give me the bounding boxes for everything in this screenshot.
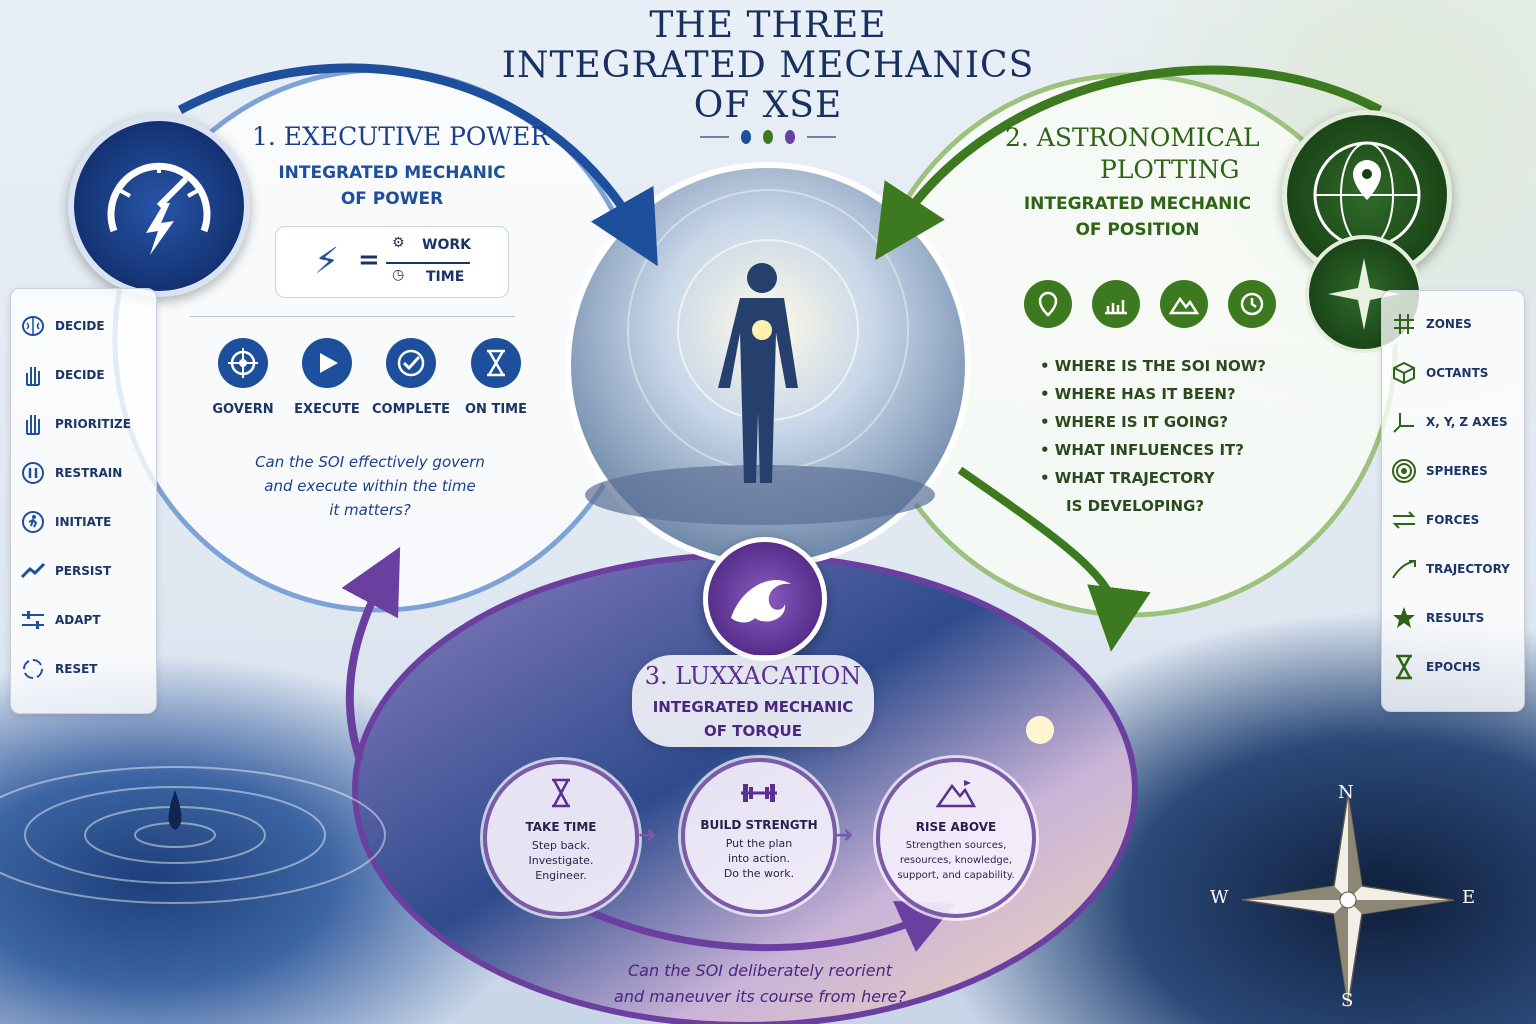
formula-work: WORK	[422, 237, 471, 253]
compass-rose	[1241, 793, 1455, 1007]
mountain-flag-icon	[880, 778, 1032, 812]
sidebar-item-forces: FORCES	[1382, 495, 1524, 544]
luxxacation-question: Can the SOI deliberately reorient and ma…	[614, 961, 906, 1006]
hand-raised-icon	[11, 412, 55, 436]
trend-arrow-icon	[1382, 558, 1426, 580]
luxxacation-title: 3. LUXXACATION	[644, 662, 862, 690]
runner-icon	[11, 510, 55, 534]
arrow-green	[875, 65, 1383, 261]
title-line-1: THE THREE	[649, 5, 887, 46]
luxxacation-label	[632, 655, 874, 747]
title-line-3: OF XSE	[693, 85, 843, 126]
sidebar-item-initiate: INITIATE	[11, 497, 156, 546]
power-question: Can the SOI effectively govern and execu…	[255, 453, 485, 519]
human-figure-icon	[718, 263, 798, 483]
plotting-title: 2. ASTRONOMICAL PLOTTING	[1005, 123, 1260, 184]
sidebar-item-adapt: ADAPT	[11, 595, 156, 644]
purple-dot	[785, 130, 796, 144]
sidebar-item-restrain: RESTRAIN	[11, 448, 156, 497]
power-steps: GOVERN EXECUTE COMPLETE ON TIME	[198, 338, 536, 417]
mountain-icon	[1160, 280, 1208, 328]
arrow-purple	[341, 546, 401, 762]
star-icon	[1382, 605, 1426, 631]
plotting-questions: • WHERE IS THE SOI NOW? • WHERE HAS IT B…	[1040, 357, 1266, 515]
title-divider	[700, 130, 836, 144]
power-formula: ⚡ = ⚙ WORK ◷ TIME	[275, 226, 509, 298]
step-complete: COMPLETE	[366, 338, 456, 417]
arrow-right-icon: ➜	[638, 823, 657, 848]
reset-cycle-icon	[11, 657, 55, 681]
formula-time: TIME	[426, 269, 465, 285]
sidebar-item-trajectory: TRAJECTORY	[1382, 544, 1524, 593]
sidebar-item-decide-2: DECIDE	[11, 350, 156, 399]
sidebar-item-axes: X, Y, Z AXES	[1382, 397, 1524, 446]
axes-icon	[1382, 410, 1426, 434]
hourglass-icon	[487, 778, 635, 812]
sidebar-item-spheres: SPHERES	[1382, 446, 1524, 495]
power-subtitle: INTEGRATED MECHANIC OF POWER	[278, 163, 506, 209]
brain-icon	[11, 315, 55, 337]
gauge-icon	[68, 115, 250, 297]
arrow-right-icon: ➜	[835, 823, 854, 848]
power-title: 1. EXECUTIVE POWER	[252, 122, 550, 151]
compass-e: E	[1462, 887, 1476, 908]
gear-icon: ⚙	[392, 235, 405, 251]
blue-dot	[740, 130, 751, 144]
hourglass-icon	[471, 338, 521, 388]
title-line-2: INTEGRATED MECHANICS	[501, 45, 1035, 86]
sidebar-item-zones: ZONES	[1382, 299, 1524, 348]
sidebar-item-results: RESULTS	[1382, 593, 1524, 642]
chart-up-icon	[1092, 280, 1140, 328]
cube-icon	[1382, 361, 1426, 385]
platform	[585, 465, 935, 525]
plotting-icons	[1024, 280, 1276, 328]
concentric-circles-icon	[1382, 458, 1426, 484]
step-build-strength: BUILD STRENGTH Put the plan into action.…	[681, 758, 837, 914]
dumbbell-icon	[685, 780, 833, 810]
green-dot	[762, 130, 774, 144]
target-icon	[218, 338, 268, 388]
compass-n: N	[1338, 782, 1354, 803]
luxxacation-subtitle: INTEGRATED MECHANIC OF TORQUE	[652, 698, 854, 740]
hand-icon	[11, 363, 55, 387]
play-icon	[302, 338, 352, 388]
step-on-time: ON TIME	[456, 338, 536, 417]
check-icon	[386, 338, 436, 388]
sidebar-item-reset: RESET	[11, 644, 156, 693]
climb-arrow-icon	[11, 561, 55, 581]
sidebar-item-persist: PERSIST	[11, 546, 156, 595]
location-pin-icon	[1024, 280, 1072, 328]
step-take-time: TAKE TIME Step back. Investigate. Engine…	[483, 760, 639, 916]
compass-rose-icon	[1305, 235, 1423, 353]
compass-s: S	[1341, 990, 1354, 1011]
arrow-blue	[177, 63, 658, 267]
plotting-sidebar: ZONES OCTANTS X, Y, Z AXES SPHERES FORCE…	[1381, 290, 1525, 712]
wave-icon	[703, 537, 827, 661]
clock-icon	[1228, 280, 1276, 328]
sidebar-item-octants: OCTANTS	[1382, 348, 1524, 397]
opposing-arrows-icon	[1382, 510, 1426, 530]
step-rise-above: RISE ABOVE Strengthen sources, resources…	[876, 758, 1036, 918]
lightning-icon: ⚡	[314, 241, 340, 282]
clock-icon: ◷	[392, 267, 405, 283]
water-drop	[168, 790, 182, 830]
compass-w: W	[1210, 887, 1229, 908]
water-ripples	[0, 766, 386, 904]
plotting-subtitle: INTEGRATED MECHANIC OF POSITION	[1023, 194, 1252, 240]
pause-icon	[11, 461, 55, 485]
step-execute: EXECUTE	[288, 338, 366, 417]
hourglass-icon	[1382, 654, 1426, 680]
step-govern: GOVERN	[198, 338, 288, 417]
sidebar-item-prioritize: PRIORITIZE	[11, 399, 156, 448]
sidebar-item-epochs: EPOCHS	[1382, 642, 1524, 691]
power-sidebar: DECIDE DECIDE PRIORITIZE RESTRAIN INITIA…	[10, 288, 157, 714]
sliders-icon	[11, 609, 55, 631]
grid-icon	[1382, 312, 1426, 336]
page-title: THE THREE INTEGRATED MECHANICS OF XSE	[0, 6, 1536, 126]
sidebar-item-decide: DECIDE	[11, 301, 156, 350]
